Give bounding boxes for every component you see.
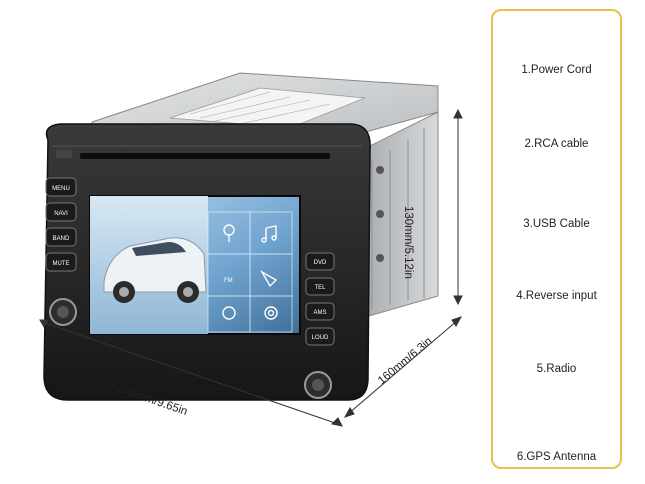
btn-navi: NAVI (54, 211, 68, 217)
accessory-label-power-cord: 1.Power Cord (521, 64, 592, 76)
accessory-label-gps-antenna: 6.GPS Antenna (516, 451, 597, 463)
depth-dimension-line (347, 319, 459, 415)
btn-band: BAND (53, 236, 70, 242)
height-dimension-label: 130mm/5.12in (402, 206, 414, 279)
btn-dvd: DVD (314, 260, 327, 266)
right-button-group (305, 252, 335, 346)
btn-ams: AMS (313, 310, 326, 316)
accessory-label-radio: 5.Radio (536, 363, 577, 375)
width-dimension-line (41, 321, 339, 425)
tile-icons (222, 224, 278, 320)
accessory-label-usb-cable: 3.USB Cable (523, 218, 590, 230)
chassis-side (361, 111, 439, 319)
screen-tiles (207, 211, 293, 333)
btn-loud: LOUD (312, 335, 329, 341)
btn-tel: TEL (314, 285, 326, 291)
disc-slot (80, 153, 330, 159)
btn-menu: MENU (52, 186, 70, 192)
left-button-group (45, 177, 77, 272)
svg-text:FM: FM (224, 278, 233, 284)
btn-mute: MUTE (53, 261, 70, 267)
car-image (103, 237, 207, 303)
accessory-label-rca-cable: 2.RCA cable (524, 138, 589, 150)
accessory-panel (491, 9, 622, 469)
accessory-label-reverse-input: 4.Reverse input (516, 290, 597, 302)
